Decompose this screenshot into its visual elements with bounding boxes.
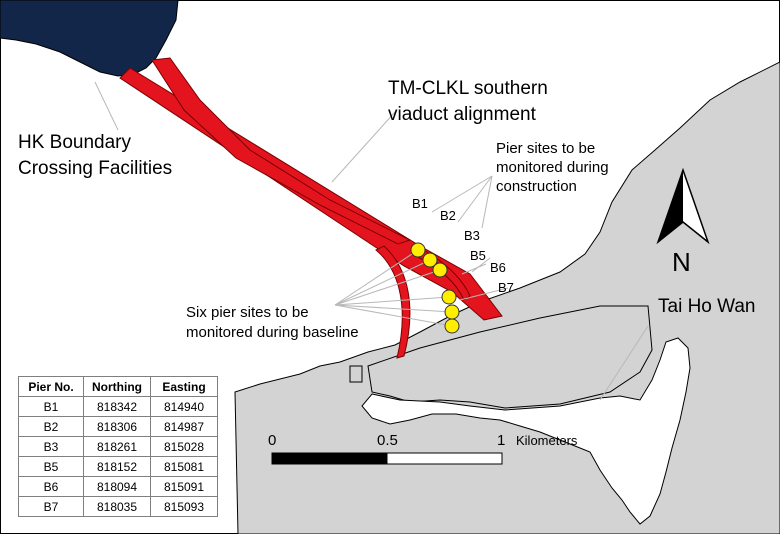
- pier-marker: [444, 304, 460, 320]
- scale-bar: [271, 452, 503, 465]
- label-construction-line2: monitored during: [496, 159, 609, 176]
- leader-lines: [94, 81, 649, 401]
- pier-markers: [410, 242, 460, 334]
- pier-label: B5: [470, 248, 486, 263]
- scale-tick-half: 0.5: [377, 432, 398, 449]
- label-baseline-line1: Six pier sites to be: [186, 304, 309, 321]
- cell-northing: 818152: [83, 456, 151, 477]
- pier-label: B1: [412, 196, 428, 211]
- cell-pier: B5: [18, 456, 84, 477]
- boundary-crossing-island: [0, 0, 179, 77]
- pier-marker: [410, 242, 426, 258]
- pier-marker: [444, 318, 460, 334]
- header-northing: Northing: [83, 376, 151, 397]
- land-jetty: [349, 365, 363, 383]
- pier-marker: [432, 262, 448, 278]
- cell-pier: B6: [18, 476, 84, 497]
- pier-marker: [422, 252, 438, 268]
- header-easting: Easting: [150, 376, 218, 397]
- pier-marker: [441, 289, 457, 305]
- cell-pier: B1: [18, 396, 84, 417]
- cell-pier: B3: [18, 436, 84, 457]
- cell-northing: 818094: [83, 476, 151, 497]
- label-viaduct-line2: viaduct alignment: [388, 104, 537, 125]
- cell-easting: 814940: [150, 396, 218, 417]
- cell-easting: 815081: [150, 456, 218, 477]
- cell-northing: 818342: [83, 396, 151, 417]
- scale-tick-1: 1: [497, 432, 505, 449]
- cell-northing: 818035: [83, 496, 151, 517]
- scale-tick-0: 0: [268, 432, 276, 449]
- label-boundary-line2: Crossing Facilities: [18, 158, 172, 179]
- cell-northing: 818306: [83, 416, 151, 437]
- north-label: N: [672, 247, 691, 277]
- pier-label: B6: [490, 260, 506, 275]
- cell-easting: 814987: [150, 416, 218, 437]
- label-viaduct-line1: TM-CLKL southern: [388, 78, 548, 99]
- pier-label: B7: [498, 280, 514, 295]
- north-arrow-icon: [656, 167, 710, 245]
- label-tai-ho-wan: Tai Ho Wan: [658, 296, 756, 317]
- water-tai-ho-wan: [361, 337, 691, 525]
- table-header-row: Pier No. Northing Easting: [18, 376, 218, 397]
- label-construction-line3: construction: [496, 178, 577, 195]
- cell-pier: B7: [18, 496, 84, 517]
- label-boundary-line1: HK Boundary: [18, 132, 132, 153]
- label-construction-line1: Pier sites to be: [496, 140, 595, 157]
- cell-easting: 815093: [150, 496, 218, 517]
- label-baseline-line2: monitored during baseline: [186, 324, 359, 341]
- cell-northing: 818261: [83, 436, 151, 457]
- cell-easting: 815028: [150, 436, 218, 457]
- cell-pier: B2: [18, 416, 84, 437]
- scale-unit: Kilometers: [516, 433, 578, 448]
- cell-easting: 815091: [150, 476, 218, 497]
- header-pier-no: Pier No.: [18, 376, 84, 397]
- pier-label: B2: [440, 208, 456, 223]
- pier-label: B3: [464, 228, 480, 243]
